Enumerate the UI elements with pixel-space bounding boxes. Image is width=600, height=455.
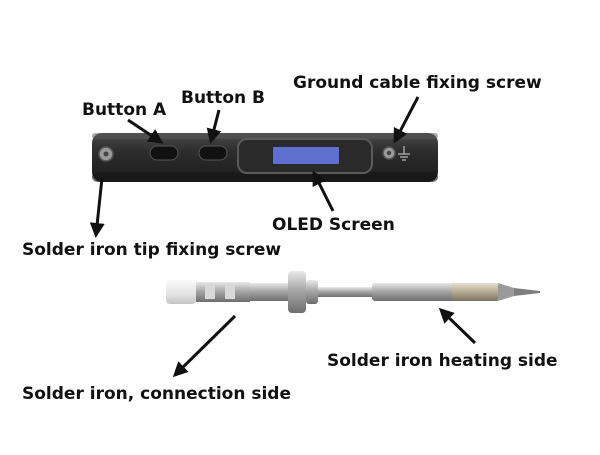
arrow-button-a [127,118,164,144]
arrow-heating-side [438,307,477,345]
button-a[interactable] [149,145,179,161]
label-button-b: Button B [181,88,265,108]
arrow-ground-screw [393,96,420,144]
callout-arrows [89,96,477,378]
label-heating-side: Solder iron heating side [327,351,558,371]
oled-screen [273,147,339,164]
button-b[interactable] [198,145,228,161]
soldering-tip [166,271,540,313]
arrow-button-b [206,109,222,144]
label-oled-screen: OLED Screen [272,215,395,235]
arrow-tip-screw [89,177,105,238]
ground-symbol-icon [398,146,410,161]
label-tip-fixing-screw: Solder iron tip fixing screw [22,240,282,260]
label-connection-side: Solder iron, connection side [22,384,291,404]
soldering-iron-handle [92,133,438,182]
label-ground-cable-screw: Ground cable fixing screw [293,73,542,93]
label-button-a: Button A [82,100,167,120]
arrow-oled-screen [312,170,335,212]
arrow-connection-side [172,314,237,378]
